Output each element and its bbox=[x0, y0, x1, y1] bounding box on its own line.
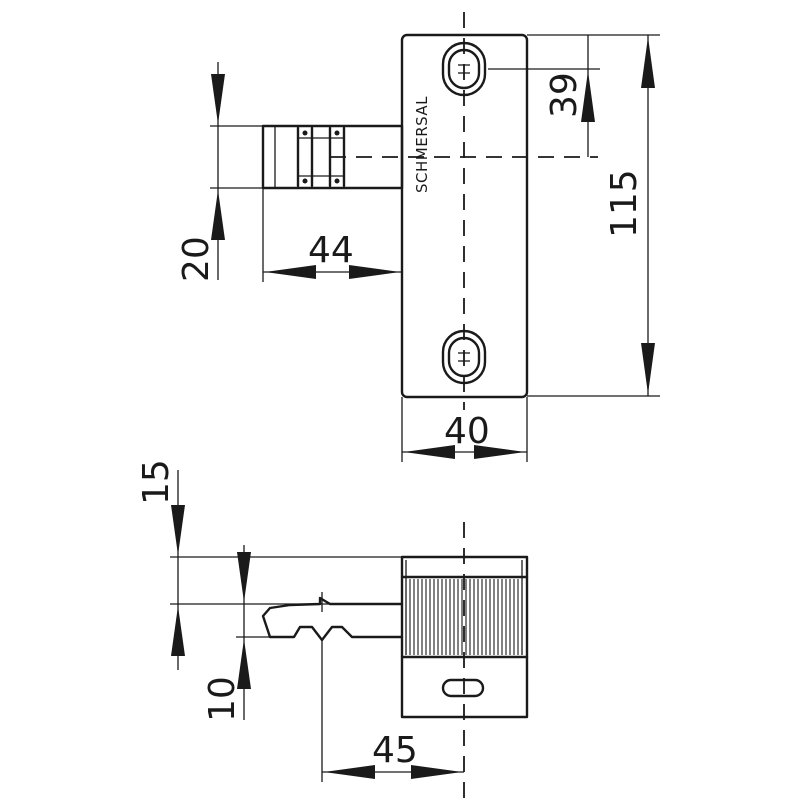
brand-label: SCHMERSAL bbox=[413, 96, 431, 193]
dim-45: 45 bbox=[321, 640, 464, 782]
top-view: SCHMERSAL 115 39 20 bbox=[176, 12, 660, 462]
dim-115-label: 115 bbox=[604, 169, 645, 238]
dim-10-label: 10 bbox=[202, 676, 243, 722]
actuator-side bbox=[261, 592, 404, 642]
sensor-body bbox=[400, 33, 529, 399]
dim-44: 44 bbox=[262, 188, 402, 282]
dim-45-label: 45 bbox=[372, 730, 418, 771]
dim-40: 40 bbox=[401, 397, 528, 462]
actuator-outline bbox=[261, 124, 404, 190]
dim-39-label: 39 bbox=[544, 72, 585, 118]
dim-39: 39 bbox=[488, 35, 600, 157]
dim-115: 115 bbox=[527, 34, 660, 397]
side-view: 15 10 45 bbox=[136, 459, 529, 800]
dim-10: 10 bbox=[202, 545, 270, 722]
mounting-hole-top bbox=[441, 41, 487, 97]
dim-40-label: 40 bbox=[444, 411, 490, 452]
dim-15: 15 bbox=[136, 459, 402, 670]
side-slot bbox=[441, 678, 485, 698]
mounting-hole-bottom bbox=[441, 329, 487, 385]
dim-15-label: 15 bbox=[136, 459, 177, 505]
dim-20-label: 20 bbox=[176, 236, 217, 282]
side-body-ribs bbox=[409, 579, 519, 655]
dim-20: 20 bbox=[176, 62, 263, 282]
dim-44-label: 44 bbox=[308, 230, 354, 271]
